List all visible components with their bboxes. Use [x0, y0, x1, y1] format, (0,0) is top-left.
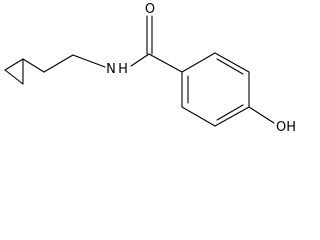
ring-bond-5	[214, 52, 250, 73]
ring-inner-double-3	[216, 58, 244, 75]
benzene-ring	[181, 52, 250, 127]
ring-bond-6	[181, 52, 216, 73]
carbonyl-oxygen-label: O	[145, 2, 155, 17]
bond-n-to-carbonyl-carbon	[130, 53, 150, 67]
molecule-structure-diagram: N H O OH	[4, 2, 296, 135]
bond-carbonyl-to-ring	[148, 53, 183, 73]
nitrogen-atom-label: N	[106, 62, 116, 77]
ring-bond-2	[181, 106, 216, 127]
bond-cyclopropyl-to-ch2	[22, 58, 45, 73]
bond-ch2-left	[43, 54, 74, 73]
bond-cyclopropyl-left-top	[4, 58, 24, 71]
bond-cyclopropyl-bottom-left	[4, 69, 24, 85]
ring-bond-3	[214, 106, 250, 127]
hydroxyl-label: OH	[276, 120, 296, 135]
bond-ch2-to-n	[72, 54, 106, 68]
bond-ring-to-hydroxyl	[248, 106, 275, 124]
ring-inner-double-2	[216, 104, 244, 121]
nh-hydrogen-label: H	[118, 62, 128, 77]
cyclopropyl-ring	[4, 58, 24, 85]
